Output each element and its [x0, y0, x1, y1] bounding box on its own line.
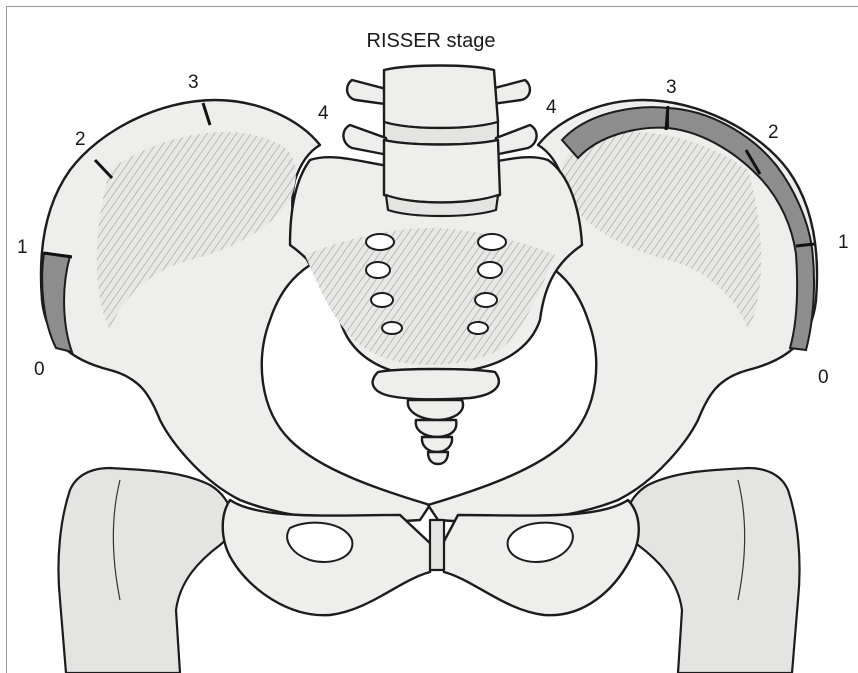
diagram-title: RISSER stage — [336, 30, 526, 53]
left-stage-1-label: 1 — [17, 238, 28, 257]
right-stage-3-label: 3 — [666, 78, 677, 97]
right-femur — [626, 468, 800, 673]
right-stage-1-label: 1 — [838, 233, 849, 252]
left-femur — [58, 468, 232, 673]
pubic-bones — [223, 500, 639, 615]
right-stage-4-label: 4 — [546, 98, 557, 117]
right-stage-0-label: 0 — [818, 368, 829, 387]
left-stage-2-label: 2 — [75, 130, 86, 149]
coccyx — [373, 369, 499, 464]
right-stage-2-label: 2 — [768, 123, 779, 142]
left-stage-4-label: 4 — [318, 104, 329, 123]
left-stage-0-label: 0 — [34, 360, 45, 379]
left-stage-3-label: 3 — [188, 73, 199, 92]
